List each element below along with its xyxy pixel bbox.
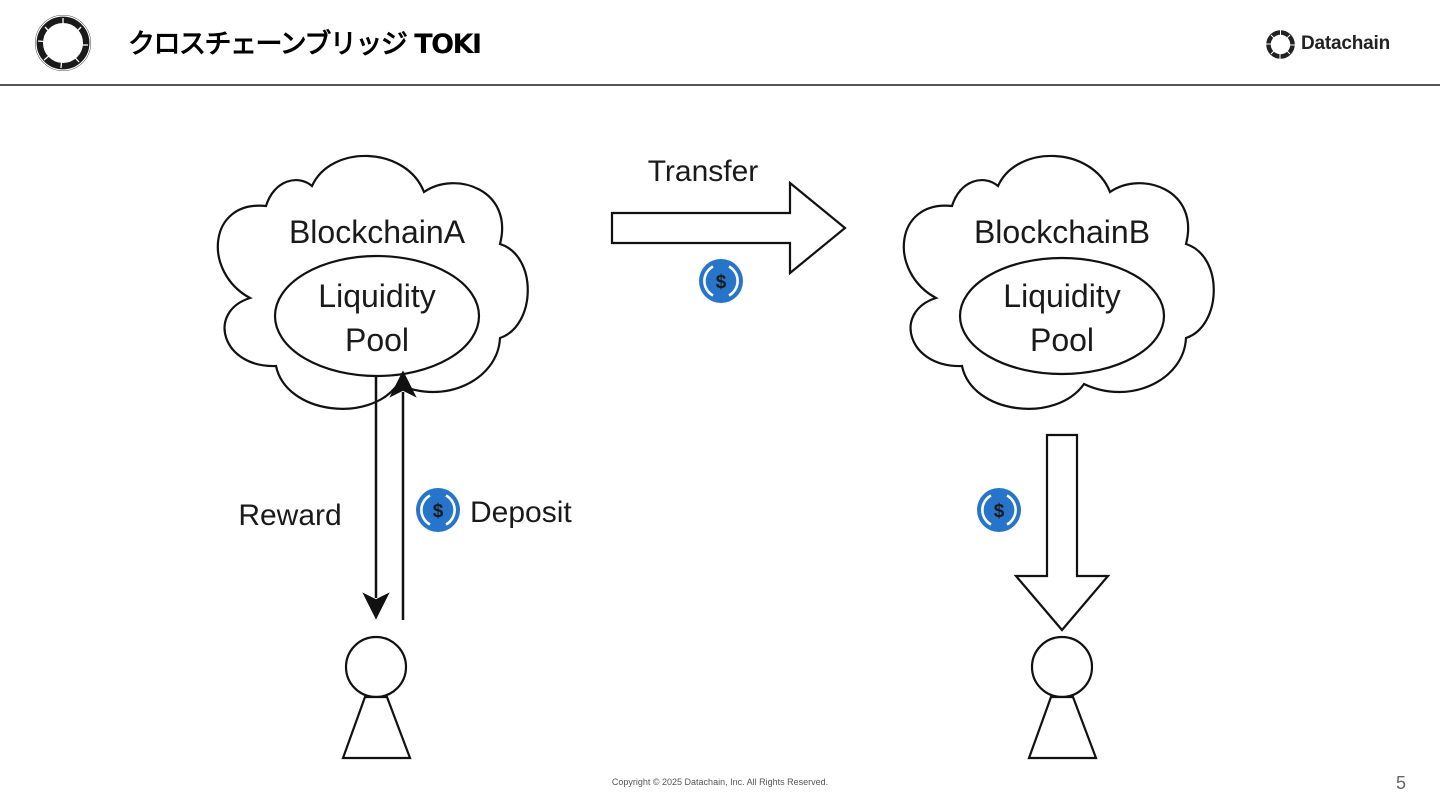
page-title: クロスチェーンブリッジ TOKI	[128, 29, 482, 60]
withdraw-arrow	[1013, 433, 1111, 632]
usdc-withdraw-icon	[975, 486, 1023, 534]
datachain-logo-icon	[1266, 29, 1295, 59]
pool-b-label-line2: Pool	[1030, 322, 1094, 358]
header-divider	[0, 84, 1440, 86]
pool-a-label-line1: Liquidity	[318, 278, 435, 314]
liquidity-pool-b	[958, 256, 1166, 376]
brand-name: Datachain	[1301, 33, 1391, 54]
reward-label: Reward	[238, 499, 341, 532]
copyright-text: Copyright © 2025 Datachain, Inc. All Rig…	[611, 777, 829, 787]
datachain-brand: Datachain	[1265, 28, 1390, 60]
reward-arrowhead	[362, 592, 390, 620]
user-a-figure	[341, 635, 412, 760]
deposit-arrowhead	[389, 370, 417, 398]
deposit-label: Deposit	[470, 496, 572, 529]
liquidity-pool-a	[273, 254, 481, 378]
blockchain-a-label: BlockchainA	[289, 214, 466, 250]
page-number: 5	[1396, 773, 1407, 793]
pool-a-label-line2: Pool	[345, 322, 409, 358]
transfer-label: Transfer	[648, 155, 759, 188]
pool-b-label-line1: Liquidity	[1003, 278, 1120, 314]
blockchain-b-label: BlockchainB	[974, 214, 1150, 250]
user-b-figure	[1027, 635, 1098, 760]
slide-header: クロスチェーンブリッジ TOKI Datachain	[0, 0, 1440, 85]
usdc-transfer-icon	[697, 257, 745, 305]
toki-logo-icon	[35, 15, 91, 71]
usdc-deposit-icon	[414, 486, 462, 534]
transfer-arrow	[610, 180, 847, 276]
